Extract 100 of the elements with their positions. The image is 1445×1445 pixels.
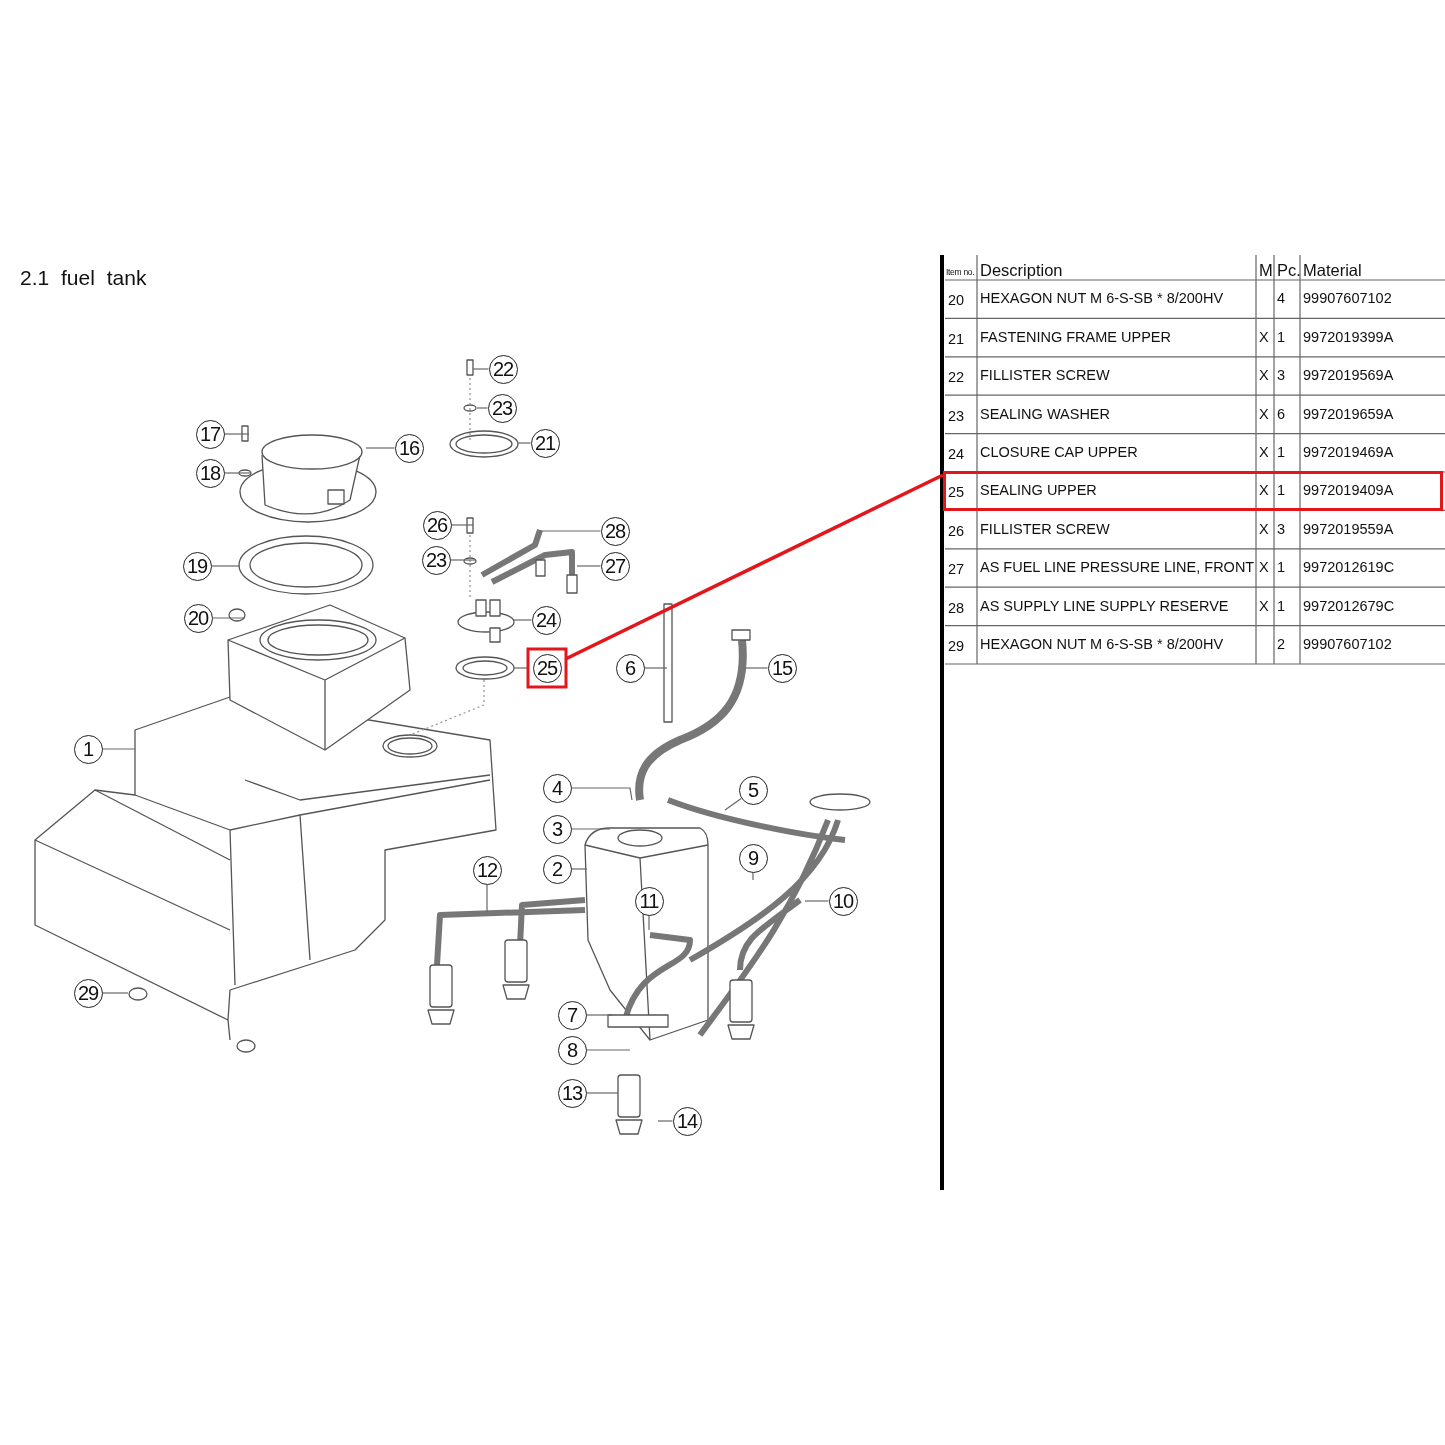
callout-number: 2 <box>542 854 572 884</box>
leader-line <box>365 447 396 449</box>
table-cell-text: X <box>1258 443 1270 462</box>
leader-line <box>585 1014 613 1016</box>
callout-number: 1 <box>73 734 103 764</box>
table-cell-text: 22 <box>947 368 966 388</box>
leader-line <box>210 565 241 567</box>
leader-line <box>223 472 252 474</box>
table-cell-text: 9972019469A <box>1302 443 1395 462</box>
callout-number: 15 <box>767 653 797 683</box>
table-cell-text: 23 <box>947 406 966 426</box>
table-cell-text: X <box>1258 596 1270 616</box>
callout-number: 13 <box>557 1078 587 1108</box>
leader-line <box>752 871 754 881</box>
table-cell-text: AS FUEL LINE PRESSURE LINE, FRONT <box>979 558 1256 578</box>
leader-line <box>576 565 602 567</box>
table-cell-text: 9972019659A <box>1302 404 1395 424</box>
table-cell-text: 9972019409A <box>1302 481 1395 501</box>
callout-number: 19 <box>182 551 212 581</box>
table-cell-text: CLOSURE CAP UPPER <box>979 443 1139 462</box>
leader-line <box>585 1049 631 1051</box>
table-cell-text: FILLISTER SCREW <box>979 519 1111 539</box>
table-cell-text: SEALING WASHER <box>979 404 1111 424</box>
table-cell-text: SEALING UPPER <box>979 481 1098 501</box>
table-cell-text: 1 <box>1276 327 1287 347</box>
leader-line <box>472 368 490 370</box>
callout-number: 27 <box>600 551 630 581</box>
callout-number: 6 <box>615 653 645 683</box>
leader-line <box>570 828 611 830</box>
table-cell-text: X <box>1258 404 1270 424</box>
callout-number: 23 <box>421 545 451 575</box>
table-cell-text: 25 <box>947 483 966 503</box>
callout-number: 12 <box>472 855 502 885</box>
callout-number: 24 <box>531 605 561 635</box>
callout-number: 22 <box>488 354 518 384</box>
callout-number: 29 <box>73 978 103 1008</box>
table-cell-text: 24 <box>947 445 966 464</box>
callout-number: 17 <box>195 419 225 449</box>
table-cell-text: 9972019569A <box>1302 366 1395 386</box>
table-cell-text: X <box>1258 481 1270 501</box>
callout-number: 26 <box>422 510 452 540</box>
leader-line <box>724 797 742 811</box>
leader-line <box>223 433 250 435</box>
leader-line <box>449 559 477 561</box>
callout-number: 16 <box>394 433 424 463</box>
leader-line <box>570 868 588 870</box>
section-title: 2.1 fuel tank <box>20 266 147 290</box>
leader-line <box>450 524 474 526</box>
table-cell-text: 26 <box>947 521 966 541</box>
table-cell-text: 4 <box>1276 289 1287 309</box>
table-cell-text: AS SUPPLY LINE SUPPLY RESERVE <box>979 596 1230 616</box>
leader-line <box>804 900 830 902</box>
callout-number: 23 <box>487 393 517 423</box>
leader-line <box>211 617 246 619</box>
table-cell-text: 9972019559A <box>1302 519 1395 539</box>
table-cell-text: X <box>1258 558 1270 578</box>
callout-number: 7 <box>557 1000 587 1030</box>
table-cell-text: 6 <box>1276 404 1287 424</box>
leader-line <box>745 667 769 669</box>
table-cell-text: 99907607102 <box>1302 289 1393 309</box>
table-cell-text: 20 <box>947 291 966 311</box>
table-cell-text: X <box>1258 519 1270 539</box>
leader-line <box>476 407 489 409</box>
callout-number: 25 <box>532 653 562 683</box>
table-cell-text: 1 <box>1276 443 1287 462</box>
table-cell-text: 9972012679C <box>1302 596 1396 616</box>
table-cell-text: 1 <box>1276 481 1287 501</box>
table-cell-text: 21 <box>947 329 966 349</box>
table-cell-text: 3 <box>1276 519 1287 539</box>
highlight-line <box>565 473 944 661</box>
table-cell-text: 9972012619C <box>1302 558 1396 578</box>
table-cell-text: 1 <box>1276 596 1287 616</box>
leader-line <box>585 1092 619 1094</box>
table-cell-text: 99907607102 <box>1302 635 1393 654</box>
table-cell-text: 1 <box>1276 558 1287 578</box>
callout-number: 14 <box>672 1106 702 1136</box>
table-cell-text: X <box>1258 327 1270 347</box>
callout-number: 18 <box>195 458 225 488</box>
table-cell-text: X <box>1258 366 1270 386</box>
leader-line <box>648 914 650 931</box>
column-header: Pc. <box>1276 259 1300 280</box>
leader-line <box>643 667 668 669</box>
table-cell-text: 3 <box>1276 366 1287 386</box>
table-cell-text: 29 <box>947 637 966 656</box>
column-header: Material <box>1302 259 1363 280</box>
table-cell-text: FILLISTER SCREW <box>979 366 1111 386</box>
leader-line <box>513 667 529 669</box>
callout-number: 9 <box>738 843 768 873</box>
callout-number: 10 <box>828 886 858 916</box>
column-header: Description <box>979 259 1064 280</box>
leader-line <box>101 992 129 994</box>
callout-number: 3 <box>542 814 572 844</box>
callout-number: 28 <box>600 516 630 546</box>
leader-line <box>539 530 602 532</box>
callout-number: 20 <box>183 603 213 633</box>
table-cell-text: FASTENING FRAME UPPER <box>979 327 1172 347</box>
leader-line <box>101 748 136 750</box>
leader-line <box>657 1120 674 1122</box>
highlighted-table-row <box>943 471 1443 511</box>
leader-line <box>570 787 633 801</box>
